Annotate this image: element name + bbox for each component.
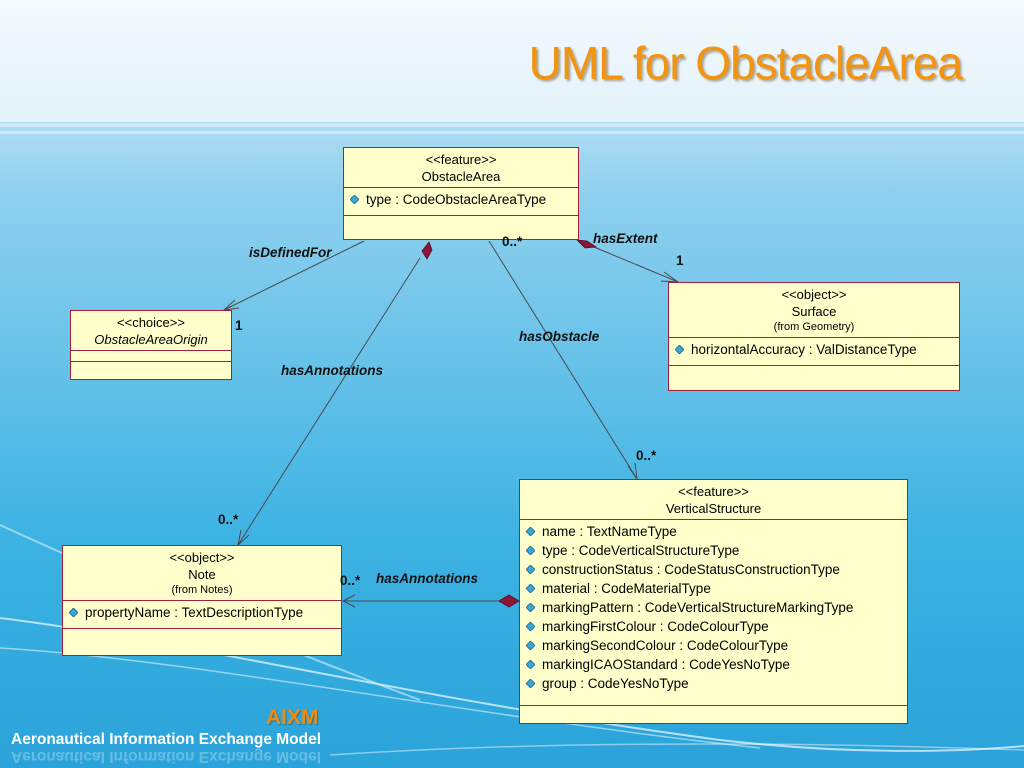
attribute-icon bbox=[526, 660, 535, 669]
mult-vertical-structure: 0..* bbox=[636, 448, 657, 463]
class-package: (from Geometry) bbox=[773, 321, 855, 333]
page-title: UML for ObstacleArea bbox=[528, 37, 963, 89]
mult-has-extent-source: 0..* bbox=[502, 234, 523, 249]
class-surface[interactable]: <<object>> Surface (from Geometry) horiz… bbox=[668, 282, 960, 391]
class-stereotype: <<object>> bbox=[169, 550, 235, 565]
attribute-row: material : CodeMaterialType bbox=[520, 579, 907, 598]
attribute-row: propertyName : TextDescriptionType bbox=[63, 603, 341, 622]
attribute-row: markingSecondColour : CodeColourType bbox=[520, 636, 907, 655]
class-name: Surface bbox=[791, 304, 837, 319]
brand-subtitle: Aeronautical Information Exchange Model bbox=[11, 731, 322, 748]
class-stereotype: <<feature>> bbox=[425, 152, 497, 167]
attribute-icon bbox=[526, 565, 535, 574]
assoc-has-obstacle bbox=[488, 240, 638, 480]
brand-subtitle-reflection: Aeronautical Information Exchange Model bbox=[11, 748, 322, 765]
arrowhead-note-side bbox=[341, 594, 356, 608]
mult-note-side: 0..* bbox=[340, 573, 361, 588]
attribute-row: type : CodeObstacleAreaType bbox=[344, 190, 578, 209]
class-obstacle-area[interactable]: <<feature>> ObstacleArea type : CodeObst… bbox=[343, 147, 579, 240]
title-divider bbox=[0, 123, 1024, 127]
mult-surface: 1 bbox=[676, 253, 684, 268]
class-package: (from Notes) bbox=[171, 584, 233, 596]
aggregation-diamond-has-extent bbox=[575, 239, 598, 249]
class-vertical-structure[interactable]: <<feature>> VerticalStructure name : Tex… bbox=[519, 479, 908, 724]
attribute-icon bbox=[526, 603, 535, 612]
attribute-icon bbox=[675, 345, 684, 354]
class-note[interactable]: <<object>> Note (from Notes) propertyNam… bbox=[62, 545, 342, 656]
attribute-icon bbox=[526, 641, 535, 650]
class-obstacle-area-origin[interactable]: <<choice>> ObstacleAreaOrigin bbox=[70, 310, 232, 380]
assoc-has-annotations-area bbox=[237, 257, 421, 546]
label-has-annotations-area: hasAnnotations bbox=[281, 363, 384, 378]
attribute-row: markingPattern : CodeVerticalStructureMa… bbox=[520, 598, 907, 617]
class-name: Note bbox=[188, 567, 216, 582]
label-has-obstacle: hasObstacle bbox=[519, 329, 600, 344]
title-band bbox=[0, 0, 1024, 122]
label-has-annotations-vs: hasAnnotations bbox=[376, 571, 479, 586]
arrowhead-origin bbox=[222, 299, 240, 311]
class-name: VerticalStructure bbox=[665, 501, 762, 516]
attribute-icon bbox=[69, 608, 78, 617]
attribute-icon bbox=[526, 679, 535, 688]
attribute-row: type : CodeVerticalStructureType bbox=[520, 541, 907, 560]
aggregation-diamond-has-annotations bbox=[421, 241, 433, 260]
attribute-row: constructionStatus : CodeStatusConstruct… bbox=[520, 560, 907, 579]
attribute-row: name : TextNameType bbox=[520, 522, 907, 541]
mult-origin: 1 bbox=[235, 318, 243, 333]
attribute-icon bbox=[526, 622, 535, 631]
aggregation-diamond-has-annotations-vs bbox=[498, 594, 520, 608]
class-stereotype: <<choice>> bbox=[117, 315, 185, 330]
attribute-row: markingFirstColour : CodeColourType bbox=[520, 617, 907, 636]
mult-note-top: 0..* bbox=[218, 512, 239, 527]
attribute-row: group : CodeYesNoType bbox=[520, 674, 907, 693]
class-stereotype: <<feature>> bbox=[678, 484, 749, 499]
attribute-row: markingICAOStandard : CodeYesNoType bbox=[520, 655, 907, 674]
brand-logo: AIXM bbox=[266, 706, 319, 729]
class-name: ObstacleArea bbox=[421, 169, 501, 184]
attribute-row: horizontalAccuracy : ValDistanceType bbox=[669, 340, 959, 359]
attribute-icon bbox=[526, 546, 535, 555]
class-name: ObstacleAreaOrigin bbox=[94, 332, 208, 347]
label-has-extent: hasExtent bbox=[593, 231, 658, 246]
attribute-icon bbox=[526, 584, 535, 593]
attribute-icon bbox=[526, 527, 535, 536]
assoc-has-extent bbox=[593, 246, 679, 283]
attribute-icon bbox=[350, 195, 359, 204]
class-stereotype: <<object>> bbox=[781, 287, 847, 302]
assoc-is-defined-for bbox=[223, 240, 365, 311]
arrowhead-surface bbox=[660, 271, 680, 283]
label-is-defined-for: isDefinedFor bbox=[249, 245, 332, 260]
title-divider-thin bbox=[0, 131, 1024, 134]
